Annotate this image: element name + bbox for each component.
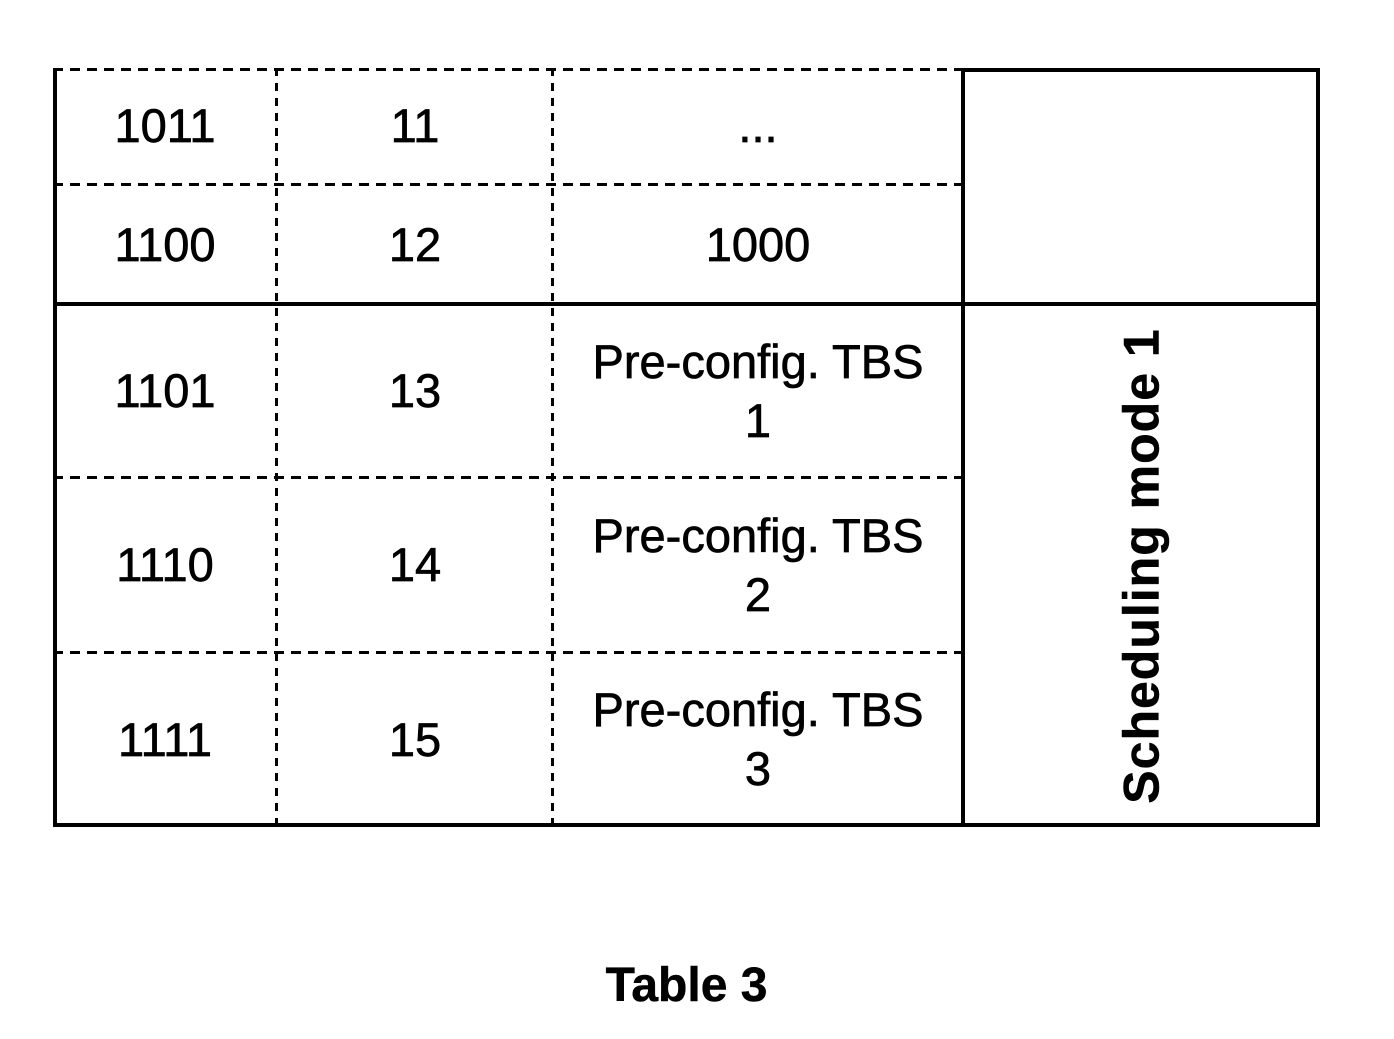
- table-border-bottom: [53, 823, 1320, 827]
- side-column-border-left: [961, 68, 965, 827]
- table-cell-index-row4: 14: [388, 538, 442, 592]
- side-column-empty-cell: [963, 68, 1320, 305]
- table-cell-index-row5: 15: [388, 712, 442, 766]
- table-cell-tbs-row3: Pre-config. TBS 1: [553, 305, 963, 478]
- table-cell-code-row1: 1011: [114, 99, 216, 153]
- table-cell-index-row1: 11: [390, 99, 440, 153]
- tbs-label: Pre-config. TBS 3: [592, 683, 924, 795]
- table-cell-code-row3: 1101: [114, 364, 216, 418]
- table-3-figure: 1011 11 ... 1100 12 1000 1101 13 Pre-con…: [53, 68, 1320, 827]
- row-divider-3-dashed: [53, 476, 963, 479]
- table-cell-index-row2: 12: [388, 217, 442, 271]
- row-divider-1-dashed: [53, 183, 963, 186]
- table-border-top-dashed: [53, 68, 963, 71]
- tbs-label: Pre-config. TBS 1: [592, 334, 924, 447]
- section-divider-solid: [53, 302, 1320, 306]
- table-caption: Table 3: [605, 959, 768, 1013]
- side-column-border-top: [963, 68, 1320, 72]
- table-cell-code-row5: 1111: [117, 712, 213, 766]
- column-divider-1-dashed: [275, 68, 278, 827]
- column-divider-2-dashed: [551, 68, 554, 827]
- table-cell-code-row2: 1100: [114, 217, 216, 271]
- row-divider-4-dashed: [53, 651, 963, 654]
- table-cell-tbs-row1: ...: [738, 99, 778, 153]
- table-cell-tbs-row5: Pre-config. TBS 3: [553, 653, 963, 827]
- table-cell-index-row3: 13: [388, 364, 442, 418]
- table-border-right: [1316, 68, 1320, 827]
- side-column-scheduling-mode-cell: Scheduling mode 1: [963, 305, 1320, 827]
- table-cell-tbs-row2: 1000: [705, 217, 811, 271]
- table-cell-tbs-row4: Pre-config. TBS 2: [553, 478, 963, 653]
- tbs-label: Pre-config. TBS 2: [592, 508, 924, 621]
- table-cell-code-row4: 1110: [116, 538, 214, 592]
- scheduling-mode-label: Scheduling mode 1: [1113, 328, 1170, 804]
- table-border-left: [53, 68, 57, 827]
